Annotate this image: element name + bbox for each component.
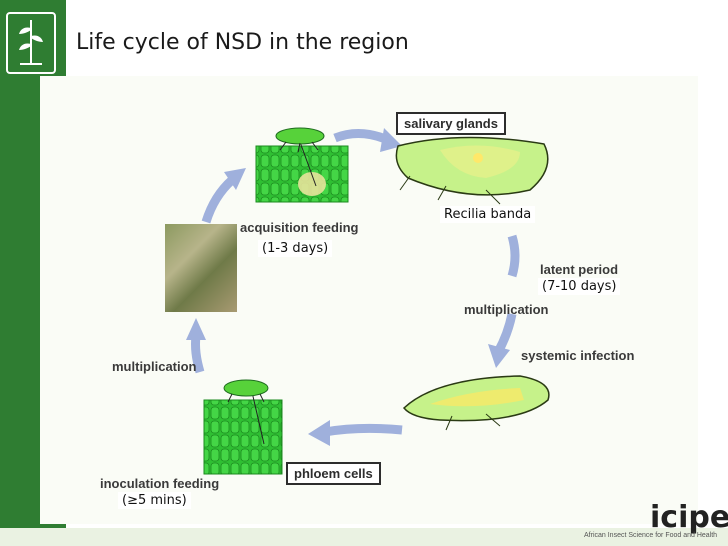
label-vector-species: Recilia banda [440, 206, 536, 223]
footer-bar [0, 528, 728, 546]
label-multiplication-right: multiplication [464, 302, 549, 317]
brand-tagline: African Insect Science for Food and Heal… [584, 532, 718, 539]
label-systemic-infection: systemic infection [521, 348, 635, 363]
arrow-right-upper [507, 234, 520, 278]
label-acquisition-duration: (1-3 days) [258, 240, 333, 257]
label-latent-duration: (7-10 days) [538, 278, 621, 295]
infected-plant-photo [165, 224, 237, 312]
arrow-top [333, 128, 402, 152]
insect-lower [223, 379, 269, 403]
arrow-right-lower [488, 313, 517, 368]
label-inoculation-feeding: inoculation feeding [100, 476, 220, 491]
label-acquisition-feeding: acquisition feeding [240, 220, 359, 235]
leaf-section-lower [203, 391, 283, 475]
diagram-panel [40, 76, 698, 524]
logo-icon [6, 12, 56, 74]
leafhopper-lower [402, 375, 550, 431]
label-multiplication-left: multiplication [112, 359, 197, 374]
arrow-left-lower [186, 318, 206, 374]
label-salivary-glands: salivary glands [396, 112, 506, 135]
arrow-bottom [308, 420, 403, 446]
brand-logo: icipe [650, 500, 728, 535]
label-inoculation-duration: (≥5 mins) [118, 492, 191, 509]
label-phloem-cells: phloem cells [286, 462, 381, 485]
label-latent-period: latent period [540, 262, 619, 277]
slide-title: Life cycle of NSD in the region [76, 30, 409, 55]
insect-upper [275, 127, 325, 153]
leafhopper-upper [395, 136, 549, 205]
leaf-section-upper [255, 141, 349, 203]
arrow-left-upper [201, 168, 246, 224]
